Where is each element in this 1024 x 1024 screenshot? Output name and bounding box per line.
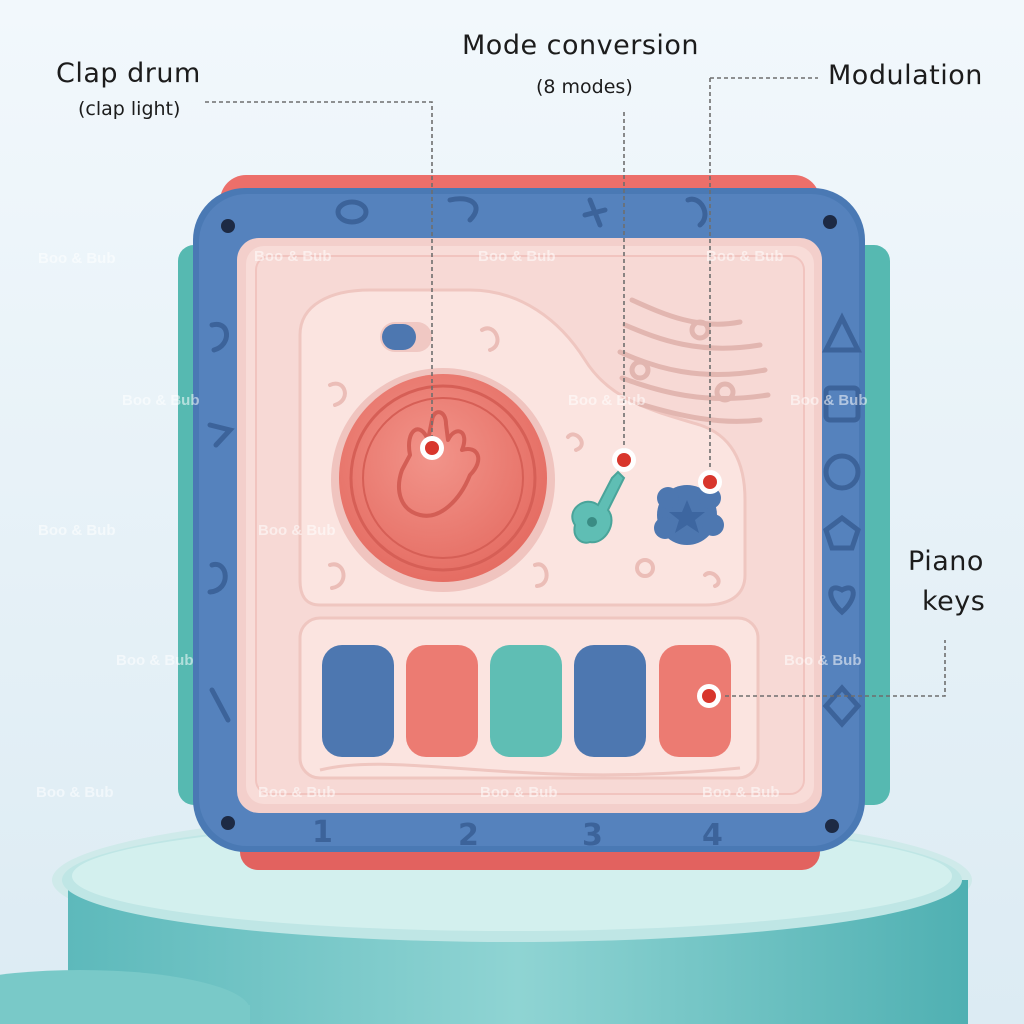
watermark-text: Boo & Bub	[702, 784, 780, 801]
cube-number-4: 4	[702, 818, 723, 853]
speaker-grille	[617, 297, 771, 424]
watermark-text: Boo & Bub	[122, 392, 200, 409]
watermark-text: Boo & Bub	[38, 522, 116, 539]
watermark-text: Boo & Bub	[36, 784, 114, 801]
watermark-text: Boo & Bub	[38, 250, 116, 267]
mode-switch	[382, 324, 416, 350]
piano-key-4	[574, 645, 646, 757]
modulation-button	[654, 485, 724, 545]
cube-number-1: 1	[312, 815, 333, 850]
guitar-button	[571, 470, 626, 544]
clap-drum	[339, 374, 547, 582]
callout-lines	[205, 77, 946, 697]
cube-number-3: 3	[582, 818, 603, 853]
mode-conversion-label: Mode conversion	[462, 30, 700, 61]
watermark-text: Boo & Bub	[706, 248, 784, 265]
callout-markers	[420, 436, 722, 708]
watermark-text: Boo & Bub	[254, 248, 332, 265]
mode-conversion-sublabel: (8 modes)	[536, 76, 633, 98]
watermark-text: Boo & Bub	[784, 652, 862, 669]
piano-key-3	[490, 645, 562, 757]
clap-drum-label: Clap drum	[56, 58, 201, 89]
watermark-text: Boo & Bub	[258, 522, 336, 539]
watermark-text: Boo & Bub	[478, 248, 556, 265]
cube-number-2: 2	[458, 818, 479, 853]
toy-cube: 1 2 3 4	[178, 175, 890, 870]
piano-key-5	[659, 645, 731, 757]
piano-key-1	[322, 645, 394, 757]
watermark-text: Boo & Bub	[790, 392, 868, 409]
piano-keys-label-line2: keys	[922, 586, 986, 617]
modulation-label: Modulation	[828, 60, 983, 91]
piano-key-2	[406, 645, 478, 757]
piano-keys-label-line1: Piano	[908, 546, 984, 577]
watermark-text: Boo & Bub	[568, 392, 646, 409]
watermark-text: Boo & Bub	[116, 652, 194, 669]
clap-drum-sublabel: (clap light)	[78, 98, 181, 120]
watermark-text: Boo & Bub	[258, 784, 336, 801]
watermark-text: Boo & Bub	[480, 784, 558, 801]
